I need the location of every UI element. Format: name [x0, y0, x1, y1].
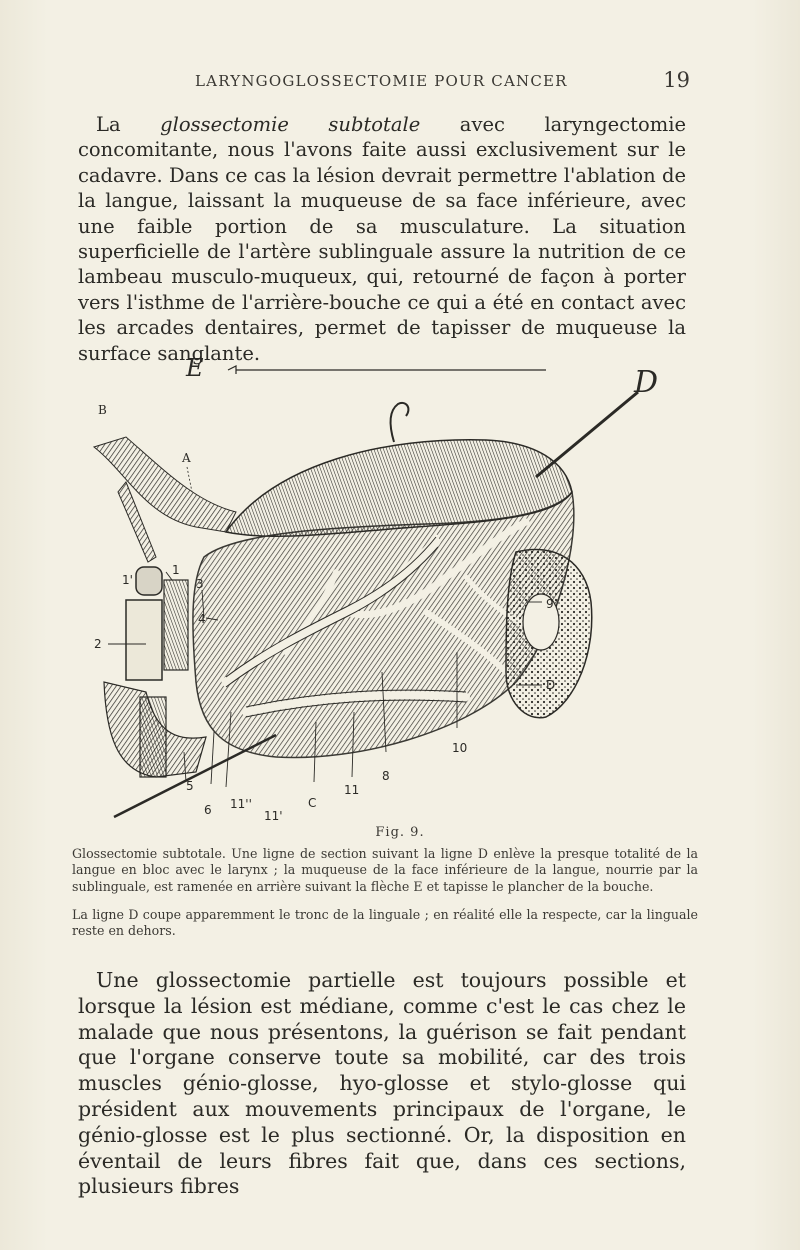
running-title: LARYNGOGLOSSECTOMIE POUR CANCER — [195, 72, 568, 90]
paragraph-1: La glossectomie subtotale avec laryngect… — [78, 112, 686, 366]
paragraph-2-text: Une glossectomie partielle est toujours … — [78, 968, 686, 1199]
paragraph-2: Une glossectomie partielle est toujours … — [78, 968, 686, 1200]
paragraph-1-start: La — [96, 113, 161, 136]
muscle-strip — [117, 481, 157, 563]
label-1-prime: 1' — [122, 573, 133, 587]
label-9: 9 — [546, 597, 554, 611]
artery-outlines — [225, 536, 467, 718]
leader-lines — [108, 571, 542, 788]
paragraph-1-italic: glossectomie subtotale — [160, 113, 421, 136]
hook-pin — [389, 402, 410, 443]
label-b: B — [98, 403, 107, 417]
larynx-ring-1 — [135, 566, 163, 596]
caption-text-1: Glossectomie subtotale. Une ligne de sec… — [72, 846, 698, 894]
paragraph-1-rest: avec laryngectomie concomitante, nous l'… — [78, 113, 686, 365]
label-11: 11 — [344, 783, 359, 797]
label-a: A — [181, 451, 191, 465]
trachea-tube — [125, 599, 163, 681]
arrow-e-head — [227, 365, 237, 374]
caption-paragraph-2: La ligne D coupe apparemment le tronc de… — [72, 907, 698, 940]
label-c: C — [308, 796, 316, 810]
lower-vessel — [139, 696, 167, 778]
pointer-a — [186, 466, 193, 493]
figure-number: Fig. 9. — [375, 825, 425, 840]
anatomical-drawing: E D B A — [92, 354, 658, 822]
caption-text-2: La ligne D coupe apparemment le tronc de… — [72, 907, 698, 939]
label-d-side: D — [546, 678, 555, 692]
label-6: 6 — [204, 803, 212, 817]
label-5: 5 — [186, 779, 194, 793]
figure-illustration: E D B A — [86, 352, 690, 822]
label-10: 10 — [452, 741, 467, 755]
label-2: 2 — [94, 637, 102, 651]
label-11-prime: 11' — [264, 809, 283, 822]
label-4: 4 — [198, 612, 206, 626]
label-e: E — [185, 354, 204, 382]
muscle-band-b — [92, 436, 237, 533]
label-3: 3 — [196, 577, 204, 591]
larynx-column — [163, 579, 189, 671]
canal-opening — [522, 593, 560, 651]
page-number: 19 — [663, 68, 690, 92]
label-11-double-prime: 11'' — [230, 797, 252, 811]
label-8: 8 — [382, 769, 390, 783]
label-1: 1 — [172, 563, 180, 577]
caption-paragraph-1: Glossectomie subtotale. Une ligne de sec… — [72, 846, 698, 895]
